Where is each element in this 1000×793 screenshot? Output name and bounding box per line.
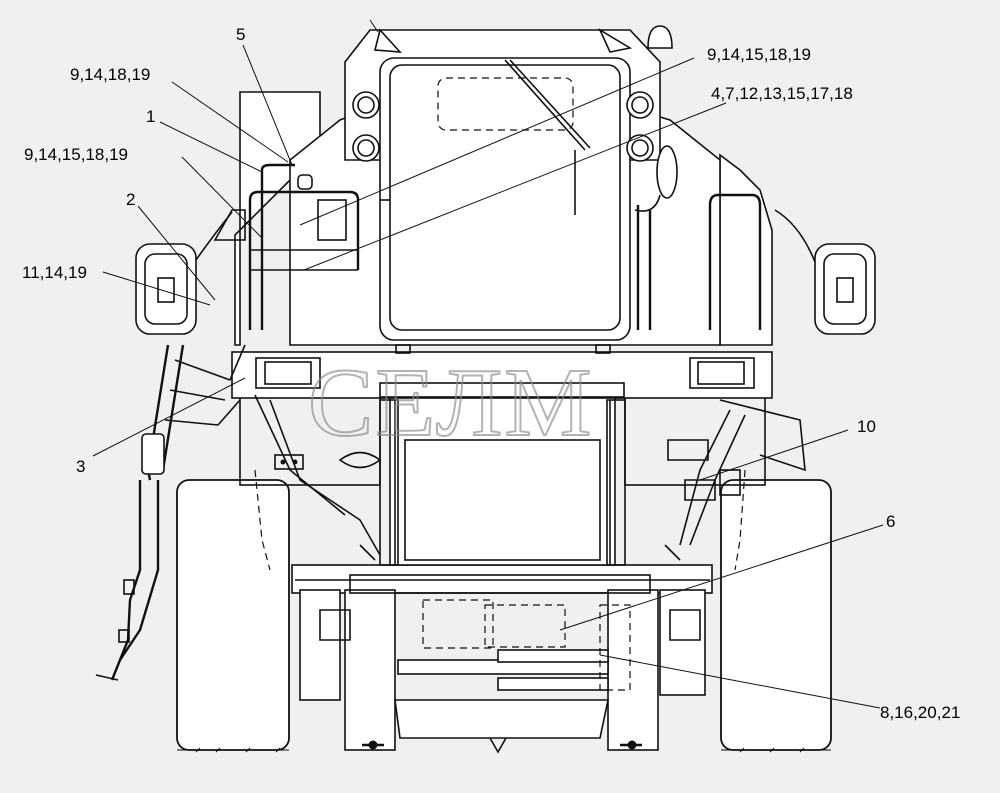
- callout-2: 2: [126, 190, 135, 209]
- cab-window: [379, 57, 631, 354]
- callout-8-16-20-21: 8,16,20,21: [880, 703, 960, 722]
- access-ladder: [95, 344, 246, 681]
- rear-light-bar: [231, 351, 773, 399]
- callout-10: 10: [857, 417, 876, 436]
- leader-lines: [92, 44, 884, 709]
- work-lights: [352, 91, 678, 212]
- callout-3: 3: [76, 457, 85, 476]
- callout-9-14-15-18-19-left: 9,14,15,18,19: [24, 145, 128, 164]
- callout-11-14-19: 11,14,19: [22, 263, 87, 282]
- left-mirror: [135, 211, 233, 335]
- callout-9-14-18-19: 9,14,18,19: [70, 65, 150, 84]
- ground-ticks: [195, 747, 805, 753]
- rear-axle-frame: [291, 564, 713, 754]
- callout-6: 6: [886, 512, 895, 531]
- callout-4-7-12-13-15-17-18: 4,7,12,13,15,17,18: [711, 84, 853, 103]
- callout-9-14-15-18-19-right: 9,14,15,18,19: [707, 45, 811, 64]
- callout-1: 1: [146, 107, 155, 126]
- right-wheel: [720, 479, 832, 751]
- main-body: [239, 389, 766, 566]
- right-mirror: [774, 209, 876, 335]
- callout-labels: 5 9,14,18,19 1 9,14,15,18,19 2 11,14,19 …: [22, 25, 960, 722]
- watermark: СЕЛМ: [308, 349, 594, 457]
- left-wheel: [176, 479, 290, 751]
- callout-5: 5: [236, 25, 245, 44]
- handrails: [213, 163, 762, 330]
